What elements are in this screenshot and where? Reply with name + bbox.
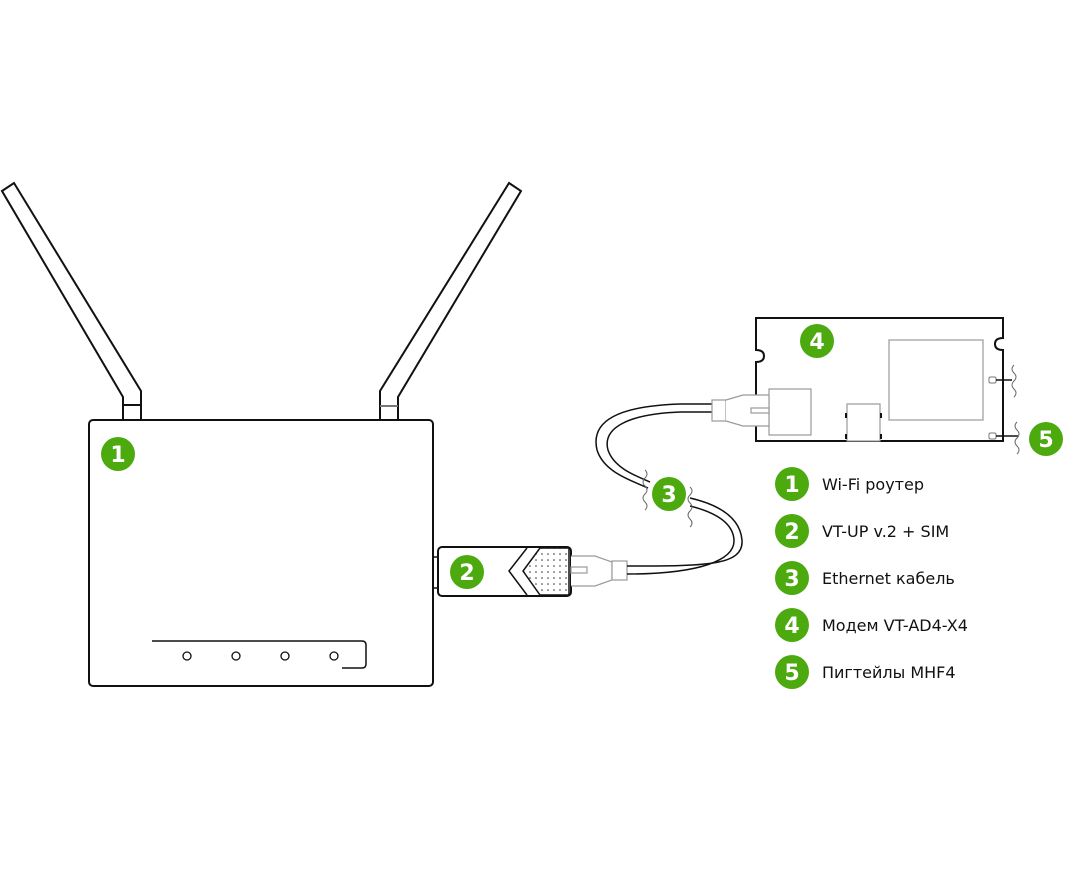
pigtail-connector-1	[988, 364, 1017, 398]
legend-badge-number: 4	[784, 614, 799, 639]
cable-break-left	[642, 469, 648, 511]
legend-badge-number: 1	[784, 473, 799, 498]
modem-rj45-plug	[711, 394, 770, 427]
router-led	[280, 651, 290, 661]
legend: 1 Wi-Fi роутер 2 VT-UP v.2 + SIM 3 Ethernet к…	[775, 467, 968, 689]
cable-break-right	[687, 486, 693, 528]
legend-badge-number: 2	[784, 520, 799, 545]
router-antenna-right	[379, 181, 523, 421]
adapter-rj45-plug	[570, 555, 628, 587]
router: 1	[0, 181, 523, 687]
legend-label: Wi-Fi роутер	[822, 475, 924, 494]
legend-badge	[775, 514, 809, 548]
legend-item: 4 Модем VT-AD4-X4	[775, 608, 968, 642]
modem: 4 5	[711, 317, 1063, 456]
router-led	[329, 651, 339, 661]
router-body	[88, 419, 434, 687]
adapter-grip-pattern	[522, 547, 570, 596]
modem-sim-slot	[845, 403, 882, 442]
badge-modem: 4	[800, 324, 834, 358]
legend-item: 5 Пигтейлы MHF4	[775, 655, 956, 689]
router-antenna-left	[0, 181, 142, 421]
cable-lower-inner	[626, 505, 735, 575]
legend-badge-number: 3	[784, 567, 799, 592]
router-led	[231, 651, 241, 661]
badge-router: 1	[101, 437, 135, 471]
pigtail-connector-2	[988, 421, 1020, 455]
badge-cable-number: 3	[661, 483, 676, 508]
cable-upper-outer	[595, 403, 712, 489]
legend-badge	[775, 561, 809, 595]
badge-adapter-number: 2	[459, 561, 474, 586]
badge-router-number: 1	[110, 443, 125, 468]
cable-upper-inner	[606, 411, 712, 483]
legend-label: Пигтейлы MHF4	[822, 663, 956, 682]
legend-badge-number: 5	[784, 661, 799, 686]
legend-label: Модем VT-AD4-X4	[822, 616, 968, 635]
badge-pigtails-number: 5	[1038, 428, 1053, 453]
modem-chip	[888, 339, 984, 421]
badge-modem-number: 4	[809, 330, 824, 355]
modem-rj45-socket	[768, 388, 812, 436]
legend-label: VT-UP v.2 + SIM	[822, 522, 949, 541]
legend-item: 2 VT-UP v.2 + SIM	[775, 514, 949, 548]
adapter-chevron	[508, 547, 528, 596]
legend-item: 3 Ethernet кабель	[775, 561, 955, 595]
router-led-panel	[152, 640, 367, 669]
badge-pigtails: 5	[1029, 422, 1063, 456]
vt-up-adapter: 2	[433, 546, 628, 597]
legend-item: 1 Wi-Fi роутер	[775, 467, 924, 501]
router-led	[182, 651, 192, 661]
legend-label: Ethernet кабель	[822, 569, 955, 588]
ethernet-cable	[595, 403, 743, 575]
legend-badge	[775, 655, 809, 689]
badge-adapter: 2	[450, 555, 484, 589]
legend-badge	[775, 467, 809, 501]
legend-badge	[775, 608, 809, 642]
badge-cable: 3	[652, 477, 686, 511]
cable-lower-outer	[626, 497, 743, 567]
